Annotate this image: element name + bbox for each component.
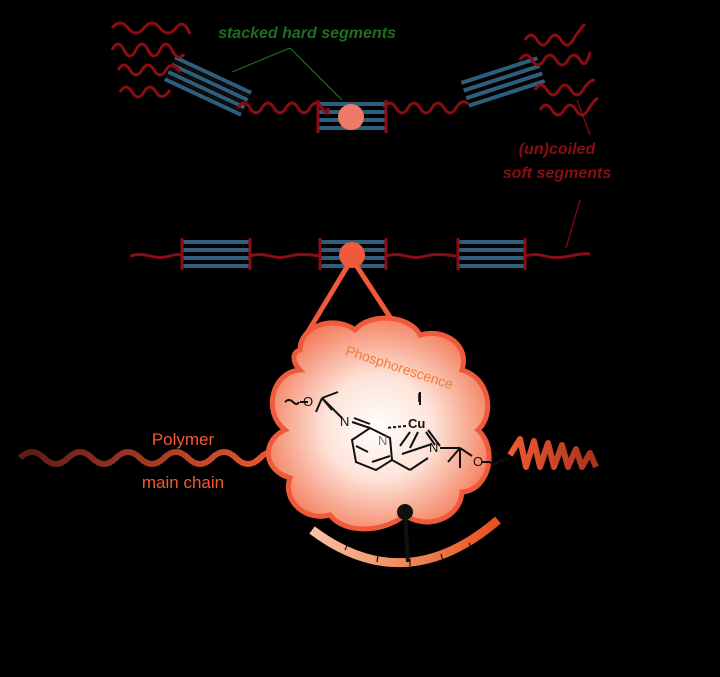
leader-line-soft [565, 99, 591, 249]
label-uncoiled-line2: soft segments [503, 165, 612, 182]
gauge-needle [403, 511, 410, 563]
polymer-main-chain [17, 436, 599, 470]
phosphorescence-cloud [265, 315, 492, 532]
atom-i: I [417, 390, 421, 405]
copper-complex-molecule [284, 391, 505, 472]
phosphorescence-gauge [309, 504, 501, 568]
highlight-dot-middle [339, 242, 365, 268]
hard-segment-stack-right [460, 56, 546, 108]
highlight-dot-top [338, 104, 364, 130]
hard-segment-stack-left [164, 55, 252, 117]
atom-n-pyridine: N [378, 433, 387, 448]
hard-segment-mid-1 [180, 238, 252, 270]
label-stacked-hard-segments: stacked hard segments [218, 25, 396, 42]
atom-cu: Cu [408, 416, 425, 431]
soft-segments-top [110, 21, 599, 117]
atom-n-amine: N [429, 440, 438, 455]
atom-n-imine: N [340, 414, 349, 429]
middle-chain [129, 238, 591, 270]
atom-o-right: O [473, 454, 483, 469]
atom-o-left: O [303, 394, 313, 409]
hard-segment-mid-3 [456, 238, 527, 270]
label-polymer-line1: Polymer [152, 430, 215, 449]
top-network [110, 21, 599, 249]
gauge-pivot [397, 504, 413, 520]
label-polymer-line2: main chain [142, 473, 224, 492]
label-uncoiled-line1: (un)coiled [519, 141, 597, 158]
leader-lines-top [231, 47, 343, 101]
